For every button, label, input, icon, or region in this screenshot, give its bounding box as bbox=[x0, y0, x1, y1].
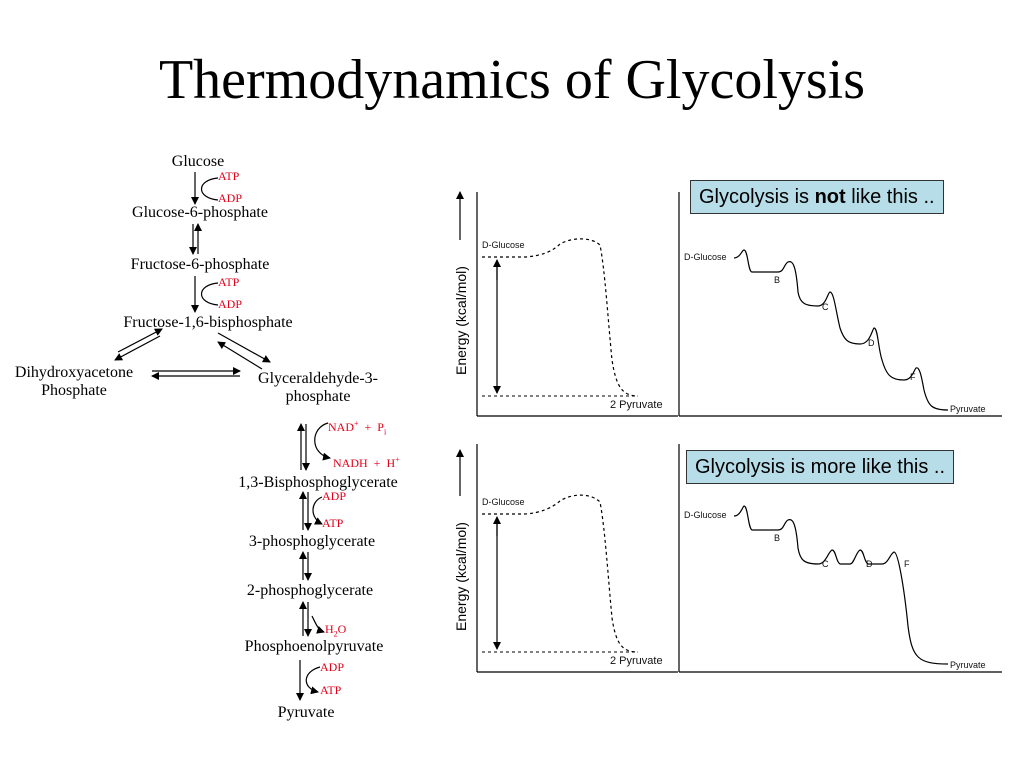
bisphosphoglycerate-label: 1,3-Bisphosphoglycerate bbox=[238, 474, 398, 491]
step-f-label-br: F bbox=[904, 559, 910, 569]
fructose-bisphosphate-label: Fructose-1,6-bisphosphate bbox=[123, 314, 293, 331]
3-phosphoglycerate-label: 3-phosphoglycerate bbox=[248, 533, 376, 550]
pyruvate-label-tr: Pyruvate bbox=[950, 404, 986, 414]
stepwise-plot-top-right bbox=[678, 192, 1002, 417]
step-b-label-br: B bbox=[774, 533, 781, 543]
adp-label-4: ADP bbox=[320, 660, 345, 674]
phosphoenolpyruvate-label: Phosphoenolpyruvate bbox=[244, 638, 384, 655]
atp-label-4: ATP bbox=[320, 683, 342, 697]
energy-plot-top-left bbox=[456, 191, 678, 417]
nadh-h-label: NADH + H+ bbox=[333, 455, 400, 470]
glucose-label: Glucose bbox=[171, 153, 225, 170]
step-f-label-tr: F bbox=[910, 372, 916, 382]
d-glucose-label-bl: D-Glucose bbox=[482, 497, 525, 507]
stepwise-plot-bottom-right bbox=[678, 444, 1002, 673]
nad-curl bbox=[314, 422, 331, 461]
energy-panel-bottom-left: Energy (kcal/mol) D-Glucose 2 Pyruvate bbox=[440, 436, 680, 676]
energy-panel-top-right: D-Glucose B C D F Pyruvate bbox=[678, 180, 1004, 420]
dhap-label: Dihydroxyacetone Phosphate bbox=[15, 364, 133, 400]
adp-label-1: ADP bbox=[218, 191, 243, 205]
adp-atp-curl-1 bbox=[312, 496, 323, 525]
atp-adp-curl-2 bbox=[200, 282, 219, 306]
fructose-6-phosphate-label: Fructose-6-phosphate bbox=[130, 256, 270, 273]
pyruvate-label-br: Pyruvate bbox=[950, 660, 986, 670]
d-glucose-label-tr: D-Glucose bbox=[684, 252, 727, 262]
glucose-6-phosphate-label: Glucose-6-phosphate bbox=[132, 204, 268, 221]
energy-axis-label-top: Energy (kcal/mol) bbox=[453, 266, 469, 375]
step-b-label-tr: B bbox=[774, 275, 781, 285]
atp-label-2: ATP bbox=[218, 275, 240, 289]
nad-pi-label: NAD+ + Pi bbox=[328, 419, 387, 437]
energy-panel-top-left: Energy (kcal/mol) D-Glucose 2 Pyruvate bbox=[440, 180, 680, 420]
atp-adp-curl-1 bbox=[200, 177, 219, 201]
gap-label: Glyceraldehyde-3- phosphate bbox=[258, 370, 378, 406]
d-glucose-label-br: D-Glucose bbox=[684, 510, 727, 520]
adp-atp-curl-2 bbox=[305, 666, 321, 695]
step-d-label-tr: D bbox=[868, 338, 875, 348]
energy-plot-bottom-left bbox=[456, 444, 678, 673]
pathway-arrows bbox=[114, 172, 331, 701]
gap-line2: phosphate bbox=[285, 388, 351, 405]
slide-title: Thermodynamics of Glycolysis bbox=[158, 49, 866, 111]
adp-label-2: ADP bbox=[218, 297, 243, 311]
step-c-label-tr: C bbox=[822, 302, 829, 312]
water-label: H2O bbox=[325, 622, 347, 639]
pyruvate-label-bl: 2 Pyruvate bbox=[610, 655, 663, 667]
step-d-label-br: D bbox=[866, 559, 873, 569]
step-c-label-br: C bbox=[822, 559, 829, 569]
callout-not-like-this: Glycolysis is not like this .. bbox=[690, 180, 944, 214]
pyruvate-label: Pyruvate bbox=[277, 704, 335, 721]
atp-label-1: ATP bbox=[218, 169, 240, 183]
pyruvate-label-tl: 2 Pyruvate bbox=[610, 399, 663, 411]
h2o-curl bbox=[311, 615, 325, 634]
adp-label-3: ADP bbox=[322, 489, 347, 503]
energy-panel-bottom-right: D-Glucose B C D F Pyruvate bbox=[678, 436, 1004, 676]
energy-axis-label-bottom: Energy (kcal/mol) bbox=[453, 522, 469, 631]
2-phosphoglycerate-label: 2-phosphoglycerate bbox=[246, 582, 374, 599]
dhap-line1: Dihydroxyacetone bbox=[14, 364, 134, 381]
atp-label-3: ATP bbox=[322, 516, 344, 530]
gap-line1: Glyceraldehyde-3- bbox=[258, 370, 378, 387]
d-glucose-label-tl: D-Glucose bbox=[482, 240, 525, 250]
dhap-line2: Phosphate bbox=[41, 382, 107, 399]
callout-more-like-this: Glycolysis is more like this .. bbox=[686, 450, 955, 484]
glycolysis-pathway: Glucose Glucose-6-phosphate Fructose-6-p… bbox=[0, 140, 440, 740]
